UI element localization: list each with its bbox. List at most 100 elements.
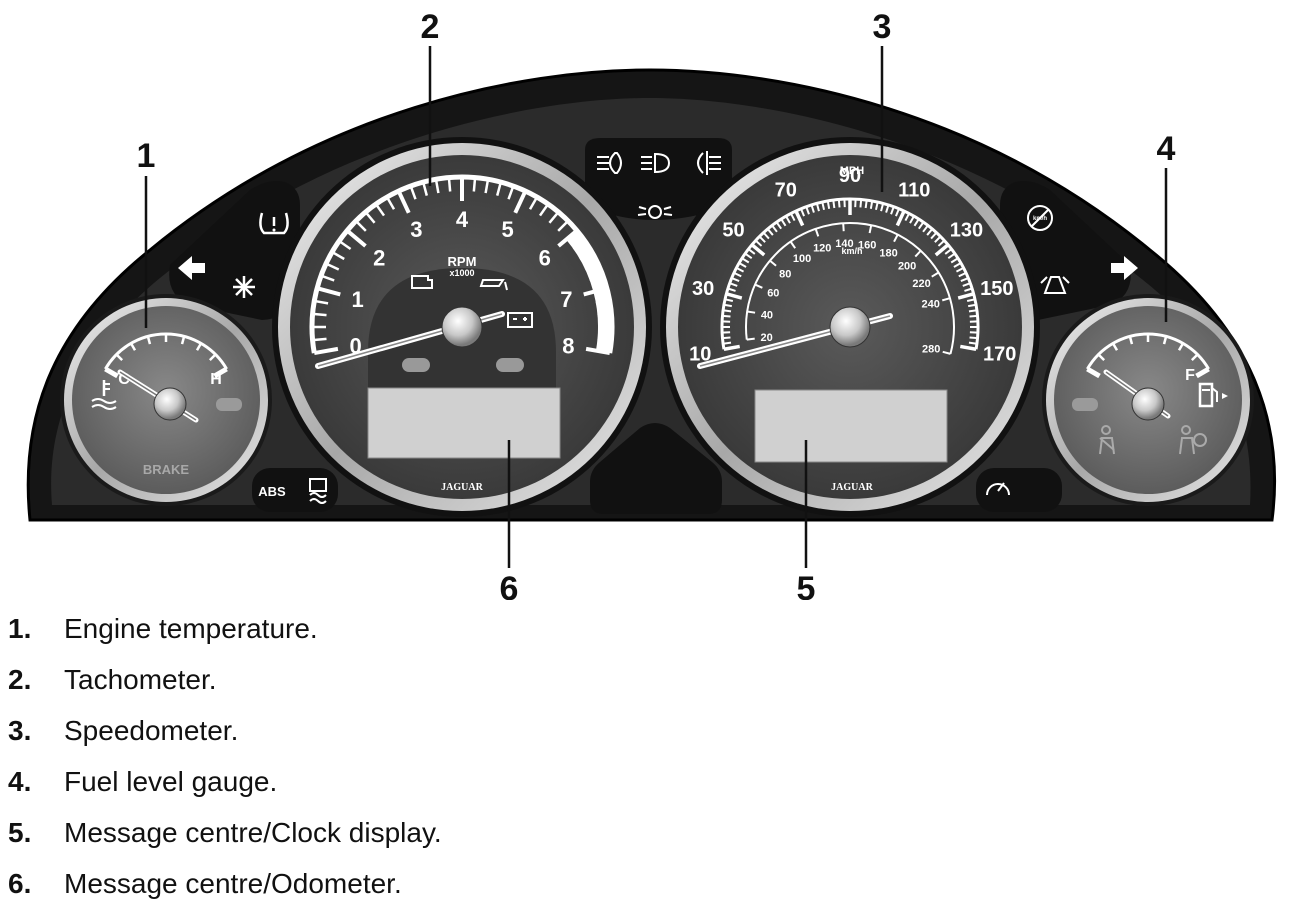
legend-number: 5. [8, 807, 64, 858]
speedometer-kmh-tick [747, 339, 755, 340]
speedometer-mph-tick [723, 343, 731, 344]
legend-text: Engine temperature. [64, 613, 318, 644]
speedometer-kmh-label: 180 [879, 247, 897, 259]
speedometer-kmh-label: 80 [779, 268, 791, 280]
legend-number: 2. [8, 654, 64, 705]
speedometer-mph-unit-label: MPH [840, 165, 865, 177]
legend-item: 1.Engine temperature. [8, 603, 908, 654]
callout-6: 6 [500, 570, 519, 600]
tachometer-scale-label: 8 [562, 334, 574, 359]
speedometer-mph-tick [722, 337, 730, 338]
tachometer-tick [313, 339, 327, 340]
speedometer-mph-tick [860, 199, 861, 207]
fuel-warning-lamp [1072, 398, 1098, 411]
speedometer-needle-hub [830, 307, 870, 347]
fuel-needle-hub [1132, 388, 1164, 420]
tachometer-tick [313, 314, 327, 315]
speedometer-mph-label: 110 [898, 179, 930, 201]
frost-warning-icon [233, 276, 255, 298]
clock-message-display [755, 390, 947, 462]
speedometer-mph-tick [724, 305, 732, 306]
legend-text: Message centre/Odometer. [64, 868, 402, 899]
tachometer-scale-label: 4 [456, 207, 469, 232]
tachometer-needle-hub [442, 307, 482, 347]
speedometer-mph-tick [871, 201, 872, 209]
legend-number: 4. [8, 756, 64, 807]
speed-limiter-label: km/h [1033, 216, 1047, 222]
legend-number: 1. [8, 603, 64, 654]
legend-text: Speedometer. [64, 715, 238, 746]
speedometer-kmh-label: 60 [767, 288, 779, 300]
tachometer-scale-label: 3 [410, 217, 422, 242]
callout-5: 5 [797, 570, 816, 600]
speedometer-kmh-label: 120 [813, 243, 831, 255]
speedometer-mph-label: 170 [983, 344, 1016, 366]
speedometer-kmh-label: 220 [912, 278, 930, 290]
temperature-gauge: C H BRAKE [60, 294, 272, 506]
speedometer-mph-tick [866, 200, 867, 208]
temperature-warning-lamp [216, 398, 242, 411]
tachometer-brand-badge: JAGUAR [441, 482, 483, 493]
callout-3: 3 [873, 8, 892, 46]
legend-text: Message centre/Clock display. [64, 817, 442, 848]
speedometer-mph-tick [968, 305, 976, 306]
instrument-cluster-diagram: km/h ABS C H BRAKE [0, 0, 1300, 600]
speedometer-mph-tick [970, 337, 978, 338]
legend-item: 3.Speedometer. [8, 705, 908, 756]
callout-2: 2 [421, 8, 440, 46]
speedometer-kmh-label: 280 [922, 344, 940, 356]
tachometer-scale-label: 5 [502, 217, 514, 242]
legend-item: 4.Fuel level gauge. [8, 756, 908, 807]
speedometer-mph-tick [839, 199, 840, 207]
speedometer-mph-tick [828, 201, 829, 209]
speedometer-mph-label: 70 [775, 179, 797, 201]
speedometer-mph-tick [969, 343, 977, 344]
odometer-message-display [368, 388, 560, 458]
speedometer-brand-badge: JAGUAR [831, 482, 873, 493]
speedometer-mph-tick [723, 310, 731, 311]
legend-number: 3. [8, 705, 64, 756]
speedometer-kmh-label: 200 [898, 260, 916, 272]
tachometer-multiplier-label: x1000 [449, 268, 474, 278]
speedometer-mph-tick [970, 316, 978, 317]
legend-item: 2.Tachometer. [8, 654, 908, 705]
speedometer-kmh-label: 100 [793, 253, 811, 265]
speedometer-kmh-tick [843, 223, 844, 231]
speedometer-mph-label: 130 [950, 219, 983, 241]
legend-number: 6. [8, 858, 64, 909]
speedometer-mph-label: 150 [980, 278, 1013, 300]
speedometer-mph-tick [722, 316, 730, 317]
tachometer-scale-label: 2 [373, 245, 385, 270]
speedometer-kmh-label: 20 [760, 332, 772, 344]
speedometer-mph-tick [833, 200, 834, 208]
speedometer-kmh-tick [747, 312, 755, 313]
tachometer-tick [474, 178, 475, 192]
speedometer-mph-tick [969, 310, 977, 311]
tachometer-scale-label: 6 [539, 245, 551, 270]
speedometer-mph-label: 30 [692, 278, 714, 300]
fuel-full-label: F [1185, 367, 1195, 384]
speedometer-kmh-label: 240 [922, 299, 940, 311]
tachometer-tick [449, 178, 450, 192]
speedometer-kmh-label: 40 [761, 309, 773, 321]
tachometer-scale-label: 7 [560, 287, 572, 312]
legend-item: 6.Message centre/Odometer. [8, 858, 908, 909]
legend-text: Fuel level gauge. [64, 766, 277, 797]
tachometer-right-lamp [496, 358, 524, 372]
legend-item: 5.Message centre/Clock display. [8, 807, 908, 858]
speedometer-mph-label: 50 [722, 219, 744, 241]
tachometer-left-lamp [402, 358, 430, 372]
callout-1: 1 [137, 137, 156, 175]
fuel-gauge: F [1042, 294, 1254, 506]
legend-text: Tachometer. [64, 664, 217, 695]
temperature-hot-label: H [210, 371, 222, 388]
tachometer-scale-label: 1 [352, 287, 364, 312]
tachometer-unit-label: RPM [448, 254, 477, 269]
temperature-needle-hub [154, 388, 186, 420]
legend-list: 1.Engine temperature. 2.Tachometer. 3.Sp… [8, 603, 908, 909]
callout-4: 4 [1157, 130, 1176, 168]
abs-warning-label: ABS [258, 484, 286, 499]
speedometer-kmh-unit-label: km/h [841, 246, 862, 256]
